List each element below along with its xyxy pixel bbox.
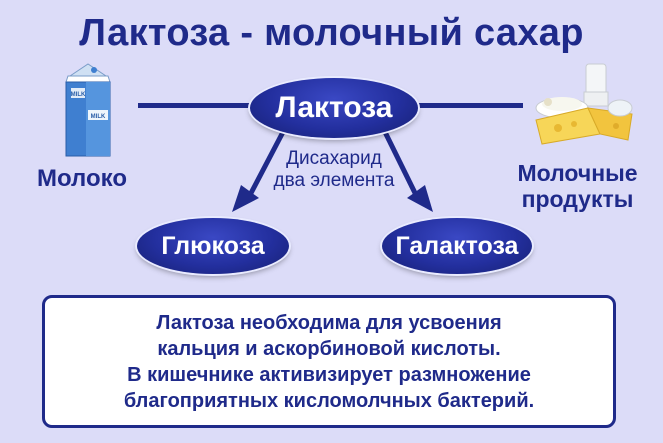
arrowhead-glucose [232,185,259,212]
info-line-1: Лактоза необходима для усвоения [156,311,502,334]
milk-caption: Молоко [37,165,127,192]
dairy-caption: Молочные продукты [500,160,655,212]
glucose-node: Глюкоза [137,218,289,274]
info-line-2: кальция и аскорбиновой кислоты. [157,337,501,360]
galactose-label: Галактоза [395,231,519,260]
page-title: Лактоза - молочный сахар [79,12,584,54]
galactose-node: Галактоза [382,218,532,274]
lactose-node: Лактоза [250,78,418,138]
milk-carton-image: MILK MILK [65,63,111,157]
glucose-label: Глюкоза [161,231,265,260]
arrow-to-glucose [247,130,286,197]
disaccharide-label: Дисахарид два элемента [264,148,404,192]
lactose-label: Лактоза [275,91,393,124]
carton-label-1: MILK [71,92,86,98]
dairy-caption-line-2: продукты [521,186,634,212]
dairy-caption-line-1: Молочные [517,160,638,186]
connector-milk-lactose [138,103,250,108]
carton-label-2: MILK [91,114,106,120]
connector-lactose-dairy [418,103,523,108]
info-line-4: благоприятных кисломолчных бактерий. [123,389,535,412]
disaccharide-line-2: два элемента [273,170,395,191]
info-box: Лактоза необходима для усвоения кальция … [42,295,616,428]
disaccharide-line-1: Дисахарид [286,148,382,169]
arrowhead-galactose [407,185,433,212]
dairy-products-image [535,63,633,145]
info-line-3: В кишечнике активизирует размножение [127,363,531,386]
arrow-to-galactose [382,130,419,197]
